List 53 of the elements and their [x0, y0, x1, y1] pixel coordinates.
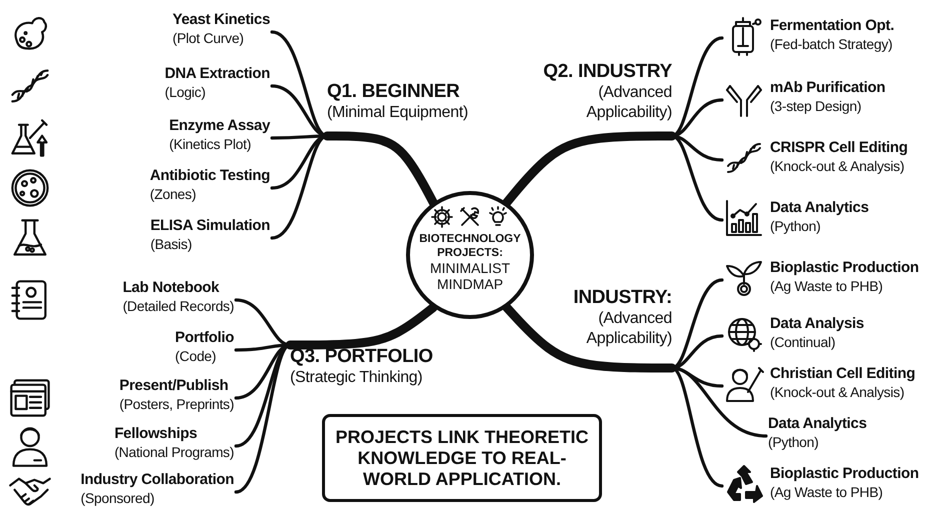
branch-subtitle: (Minimal Equipment) — [327, 103, 470, 123]
project-subtitle: (Code) — [175, 347, 216, 366]
branch-title: Q1. BEGINNER — [327, 80, 461, 103]
center-subtitle: MINIMALIST MINDMAP — [428, 260, 512, 292]
project-title: Antibiotic Testing — [150, 166, 270, 185]
project-title: Portfolio — [175, 328, 234, 347]
project-subtitle: (Fed-batch Strategy) — [770, 35, 892, 54]
project-subtitle: (Ag Waste to PHB) — [770, 277, 883, 296]
branch-title: INDUSTRY: — [572, 286, 672, 309]
project-title: CRISPR Cell Editing — [770, 138, 908, 157]
project-title: Data Analysis — [770, 314, 864, 333]
project-subtitle: (Zones) — [150, 185, 196, 204]
project-title: Christian Cell Editing — [770, 364, 916, 383]
project-title: Bioplastic Production — [770, 258, 919, 277]
branch-title: Q2. INDUSTRY — [542, 60, 672, 83]
summary-note: PROJECTS LINK THEORETIC KNOWLEDGE TO REAL-WORLD APPLICATION. — [322, 414, 602, 502]
branch-line — [322, 132, 438, 208]
branch-title: Q3. PORTFOLIO — [290, 345, 434, 368]
branch-line — [286, 302, 438, 350]
project-title: Enzyme Assay — [169, 116, 270, 135]
project-title: Lab Notebook — [122, 278, 220, 297]
project-title: Bioplastic Production — [770, 464, 919, 483]
project-subtitle: (Logic) — [164, 83, 206, 102]
project-subtitle: (Plot Curve) — [172, 29, 244, 48]
project-subtitle: (Posters, Preprints) — [119, 395, 234, 414]
project-subtitle: (Continual) — [770, 333, 836, 352]
project-subtitle: (Python) — [770, 217, 821, 236]
project-title: Present/Publish — [119, 376, 228, 395]
project-subtitle: (Detailed Records) — [122, 297, 234, 316]
project-title: ELISA Simulation — [150, 216, 270, 235]
project-title: Data Analytics — [768, 414, 867, 433]
center-title: BIOTECHNOLOGY PROJECTS: — [418, 232, 522, 260]
project-subtitle: (National Programs) — [114, 443, 234, 462]
branch-line — [502, 132, 676, 208]
project-title: Fellowships — [114, 424, 197, 443]
project-subtitle: (Kinetics Plot) — [169, 135, 251, 154]
branch-subtitle: (Advanced Applicability) — [585, 83, 672, 123]
project-title: Fermentation Opt. — [770, 16, 894, 35]
project-title: Data Analytics — [770, 198, 869, 217]
branch-line — [502, 302, 676, 372]
branch-subtitle: (Advanced Applicability) — [585, 309, 672, 349]
branch-subtitle: (Strategic Thinking) — [290, 368, 424, 388]
project-subtitle: (3-step Design) — [770, 97, 862, 116]
project-subtitle: (Sponsored) — [80, 489, 154, 508]
project-subtitle: (Ag Waste to PHB) — [770, 483, 883, 502]
project-title: Yeast Kinetics — [172, 10, 270, 29]
project-subtitle: (Basis) — [150, 235, 192, 254]
project-subtitle: (Knock-out & Analysis) — [770, 157, 904, 176]
project-title: DNA Extraction — [164, 64, 270, 83]
project-subtitle: (Knock-out & Analysis) — [770, 383, 904, 402]
project-title: Industry Collaboration — [80, 470, 234, 489]
project-subtitle: (Python) — [768, 433, 819, 452]
project-title: mAb Purification — [770, 78, 886, 97]
